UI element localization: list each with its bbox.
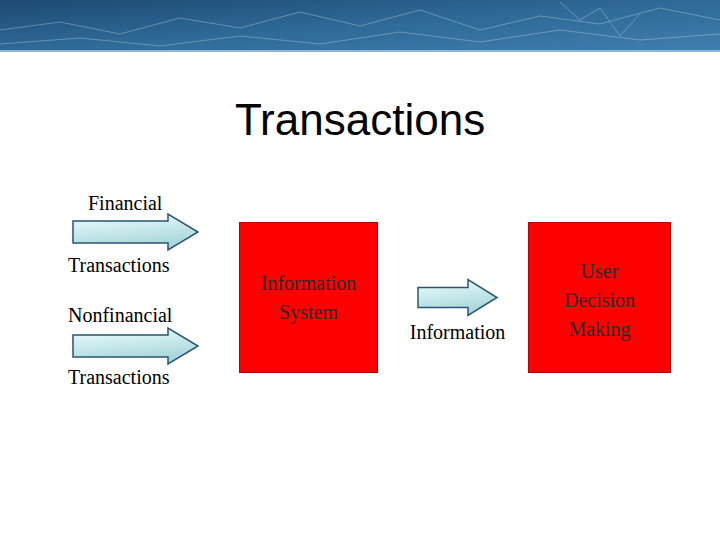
banner-edge xyxy=(0,50,720,52)
slide-title: Transactions xyxy=(0,94,720,146)
box-text: User Decision Making xyxy=(548,257,652,344)
input-arrow xyxy=(73,328,198,364)
process-box: User Decision Making xyxy=(528,222,671,373)
header-banner xyxy=(0,0,720,52)
arrow-label: Financial xyxy=(88,192,162,214)
process-box: Information System xyxy=(239,222,378,373)
flow-arrow xyxy=(418,280,497,316)
arrow-label: Nonfinancial xyxy=(68,304,172,326)
edge-label: Information xyxy=(410,321,506,343)
box-text: Information System xyxy=(246,269,371,327)
input-arrow xyxy=(73,214,198,250)
arrow-label: Transactions xyxy=(68,254,169,276)
banner-pattern xyxy=(0,2,720,46)
arrow-label: Transactions xyxy=(68,366,169,388)
